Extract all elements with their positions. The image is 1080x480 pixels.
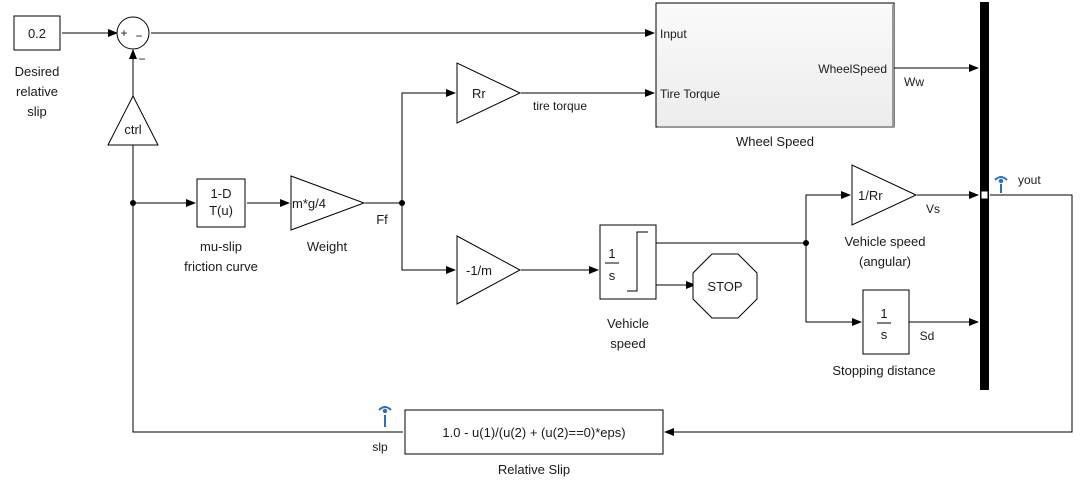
gain-text: 1/Rr bbox=[858, 188, 883, 203]
signal-label-slp: slp bbox=[372, 440, 388, 454]
constant-block-desired-slip[interactable]: 0.2 bbox=[13, 15, 61, 51]
signal-label-ww: Ww bbox=[904, 75, 924, 89]
neg-inv-m-gain-block[interactable]: -1/m bbox=[456, 235, 522, 305]
signal-label-ff: Ff bbox=[376, 212, 388, 227]
integrator-den: s bbox=[609, 268, 616, 283]
gain-text: m*g/4 bbox=[292, 196, 326, 211]
fcn-expression: 1.0 - u(1)/(u(2) + (u(2)==0)*eps) bbox=[442, 425, 625, 440]
gain-text: ctrl bbox=[124, 122, 141, 137]
integrator-num: 1 bbox=[608, 246, 615, 261]
wire-yout-to-relative-slip[interactable] bbox=[664, 194, 1073, 436]
integrator-block-vehicle-speed[interactable]: 1 s bbox=[599, 224, 657, 300]
wire-to-inv-rr[interactable] bbox=[805, 191, 851, 243]
wire-to-distance-integrator[interactable] bbox=[805, 243, 862, 326]
signal-label-vs: Vs bbox=[926, 202, 940, 216]
relative-slip-fcn-block[interactable]: 1.0 - u(1)/(u(2) + (u(2)==0)*eps) bbox=[404, 409, 664, 455]
junctions bbox=[130, 200, 809, 246]
block-label: Weight bbox=[307, 239, 348, 254]
block-label: Vehicle bbox=[607, 316, 649, 331]
mux-output-port bbox=[980, 190, 989, 200]
block-label: Stopping distance bbox=[832, 363, 935, 378]
constant-value: 0.2 bbox=[28, 26, 46, 41]
saturation-icon bbox=[627, 231, 648, 292]
junction-dot bbox=[399, 200, 405, 206]
port-label-wheelspeed: WheelSpeed bbox=[818, 62, 887, 76]
block-label: (angular) bbox=[859, 254, 911, 269]
integrator-num: 1 bbox=[880, 306, 887, 321]
rr-gain-block[interactable]: Rr bbox=[456, 62, 522, 124]
integrator-block-stopping-distance[interactable]: 1 s bbox=[862, 289, 910, 355]
lookup-text: 1-D bbox=[211, 186, 232, 201]
mux-block[interactable] bbox=[980, 2, 989, 390]
signal-lines bbox=[62, 29, 1073, 436]
block-label: Desired bbox=[15, 64, 60, 79]
block-label: speed bbox=[610, 336, 645, 351]
sum-plus-sign: + bbox=[120, 26, 127, 40]
gain-text: -1/m bbox=[466, 263, 492, 278]
block-label: Wheel Speed bbox=[736, 134, 814, 149]
inv-rr-gain-block[interactable]: 1/Rr bbox=[851, 164, 918, 226]
stop-text: STOP bbox=[707, 279, 742, 294]
block-label: mu-slip bbox=[200, 239, 242, 254]
wire-ff-to-rr[interactable] bbox=[401, 89, 456, 203]
junction-dot bbox=[803, 240, 809, 246]
block-label: slip bbox=[27, 104, 47, 119]
integrator-den: s bbox=[881, 327, 888, 342]
sum-block[interactable]: + − − bbox=[116, 16, 150, 66]
signal-probe-icon[interactable] bbox=[994, 176, 1008, 193]
weight-gain-block[interactable]: m*g/4 bbox=[290, 175, 366, 231]
block-label: Relative Slip bbox=[498, 462, 570, 477]
signal-label-sd: Sd bbox=[920, 329, 935, 343]
signal-probe-icon[interactable] bbox=[378, 406, 392, 427]
port-label-input: Input bbox=[660, 27, 687, 41]
sum-minus-sign: − bbox=[135, 29, 142, 43]
stop-block[interactable]: STOP bbox=[692, 253, 758, 319]
signal-label-tire-torque: tire torque bbox=[533, 99, 587, 113]
block-label: relative bbox=[16, 84, 58, 99]
junction-dot bbox=[130, 200, 136, 206]
block-label: Vehicle speed bbox=[845, 234, 926, 249]
signal-label-yout: yout bbox=[1018, 173, 1041, 187]
block-label: friction curve bbox=[184, 259, 258, 274]
ctrl-gain-block[interactable]: ctrl bbox=[107, 94, 159, 146]
gain-text: Rr bbox=[472, 86, 486, 101]
port-label-tire-torque: Tire Torque bbox=[660, 87, 720, 101]
sum-port-sign: − bbox=[138, 52, 145, 66]
lookup-table-block[interactable]: 1-D T(u) bbox=[196, 178, 246, 228]
wire-ff-to-neg-inv-m[interactable] bbox=[401, 203, 456, 274]
wheel-speed-subsystem[interactable]: Input Tire Torque WheelSpeed bbox=[655, 2, 895, 128]
wire-slp-feedback[interactable] bbox=[132, 203, 403, 433]
stop-sign-icon bbox=[692, 253, 758, 319]
lookup-text: T(u) bbox=[209, 203, 233, 218]
